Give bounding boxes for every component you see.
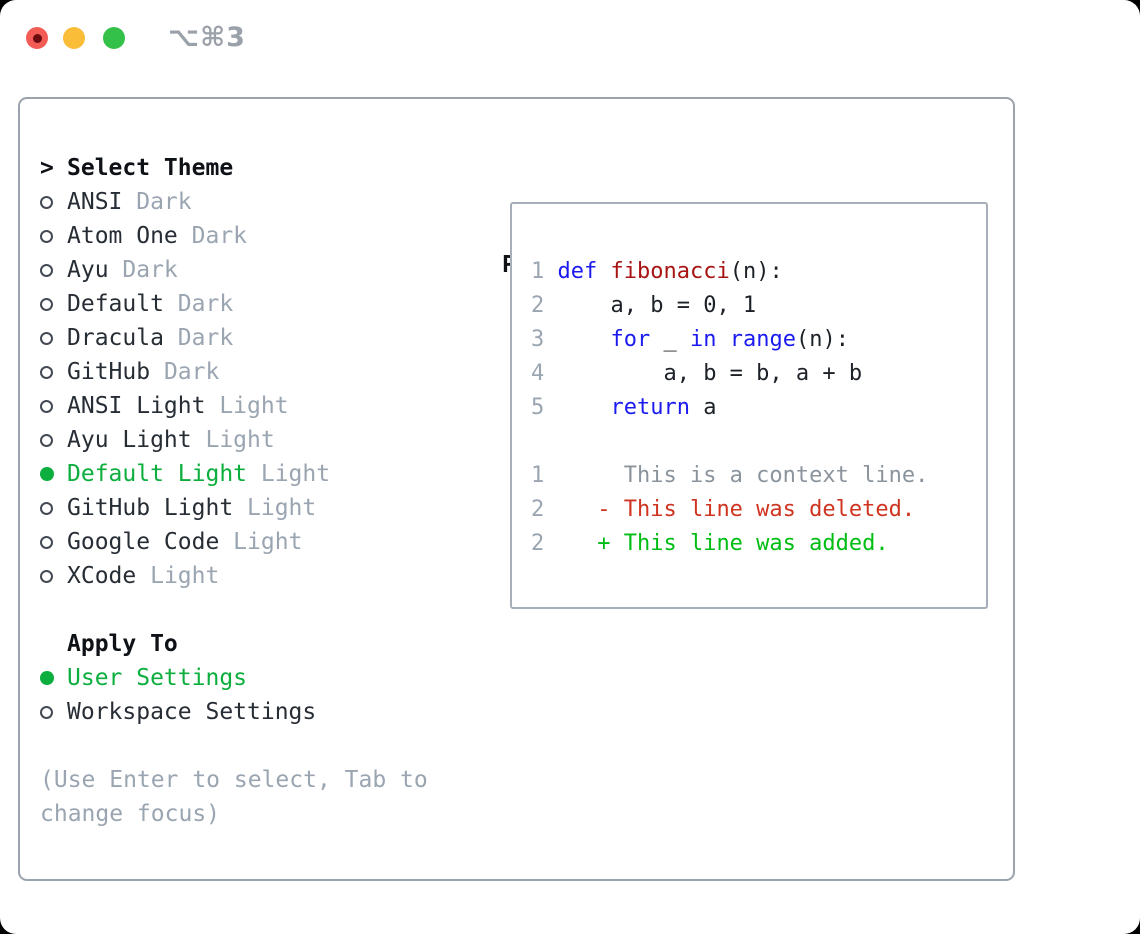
option-label: Ayu — [67, 257, 109, 283]
radio-icon — [40, 219, 67, 253]
option-variant-label: Light — [205, 393, 289, 419]
prompt-icon: > — [40, 155, 54, 181]
option-label: Ayu Light — [67, 427, 192, 453]
close-dot-icon — [32, 33, 42, 43]
apply-to-title: Apply To — [67, 631, 178, 657]
window-title: ⌥⌘3 — [168, 22, 246, 53]
code-line: 5 return a — [531, 395, 717, 420]
code-line: 2 a, b = 0, 1 — [531, 293, 757, 318]
radio-icon — [40, 695, 67, 729]
code-line: 2 - This line was deleted. — [531, 497, 916, 522]
radio-icon — [40, 287, 67, 321]
minimize-button[interactable] — [63, 27, 85, 49]
zoom-button[interactable] — [103, 27, 125, 49]
theme-option[interactable]: Dracula Dark — [40, 321, 480, 355]
option-label: Google Code — [67, 529, 220, 555]
option-label: ANSI Light — [67, 393, 206, 419]
code-line: 1 This is a context line. — [531, 463, 929, 488]
theme-option[interactable]: Default Dark — [40, 287, 480, 321]
hint-text: (Use Enter to select, Tab to change focu… — [40, 767, 442, 827]
code-line: 4 a, b = b, a + b — [531, 361, 863, 386]
code-line — [531, 425, 986, 459]
theme-option[interactable]: ANSI Dark — [40, 185, 480, 219]
preview-box: 1 def fibonacci(n): 2 a, b = 0, 1 3 for _ … — [510, 202, 988, 609]
theme-option[interactable]: GitHub Light Light — [40, 491, 480, 525]
option-label: GitHub Light — [67, 495, 234, 521]
theme-option[interactable]: Atom One Dark — [40, 219, 480, 253]
theme-option[interactable]: XCode Light — [40, 559, 480, 593]
apply-to-option[interactable]: Workspace Settings — [40, 695, 480, 729]
option-variant-label: Dark — [163, 291, 234, 317]
option-label: Workspace Settings — [67, 699, 317, 725]
option-label: Atom One — [67, 223, 178, 249]
radio-icon — [40, 185, 67, 219]
radio-selected-icon — [40, 457, 67, 491]
option-label: ANSI — [67, 189, 123, 215]
code-line: 3 for _ in range(n): — [531, 327, 849, 352]
option-variant-label: Light — [247, 461, 331, 487]
code-line: 2 + This line was added. — [531, 531, 889, 556]
option-variant-label: Light — [233, 495, 317, 521]
option-label: XCode — [67, 563, 137, 589]
option-variant-label: Dark — [122, 189, 192, 215]
radio-icon — [40, 355, 67, 389]
option-label: User Settings — [67, 665, 248, 691]
theme-option[interactable]: Default Light Light — [40, 457, 480, 491]
radio-icon — [40, 253, 67, 287]
radio-icon — [40, 525, 67, 559]
theme-option[interactable]: GitHub Dark — [40, 355, 480, 389]
window-titlebar: ⌥⌘3 — [0, 0, 1140, 76]
radio-icon — [40, 389, 67, 423]
select-theme-header: > Select Theme — [40, 151, 480, 185]
option-variant-label: Light — [136, 563, 220, 589]
option-variant-label: Dark — [177, 223, 248, 249]
select-theme-title: Select Theme — [67, 155, 234, 181]
option-label: Dracula — [67, 325, 164, 351]
option-variant-label: Dark — [108, 257, 178, 283]
option-label: GitHub — [67, 359, 151, 385]
radio-icon — [40, 559, 67, 593]
code-line: 1 def fibonacci(n): — [531, 259, 783, 284]
apply-to-option[interactable]: User Settings — [40, 661, 480, 695]
radio-icon — [40, 321, 67, 355]
theme-option[interactable]: Ayu Light Light — [40, 423, 480, 457]
option-variant-label: Dark — [163, 325, 234, 351]
option-variant-label: Light — [191, 427, 275, 453]
theme-option[interactable]: Google Code Light — [40, 525, 480, 559]
option-variant-label: Light — [219, 529, 303, 555]
theme-option[interactable]: ANSI Light Light — [40, 389, 480, 423]
close-button[interactable] — [26, 27, 48, 49]
code-preview: 1 def fibonacci(n): 2 a, b = 0, 1 3 for _ … — [531, 255, 986, 561]
option-variant-label: Dark — [150, 359, 220, 385]
theme-option[interactable]: Ayu Dark — [40, 253, 480, 287]
option-label: Default — [67, 291, 164, 317]
radio-icon — [40, 423, 67, 457]
option-label: Default Light — [67, 461, 248, 487]
radio-icon — [40, 491, 67, 525]
radio-selected-icon — [40, 661, 67, 695]
